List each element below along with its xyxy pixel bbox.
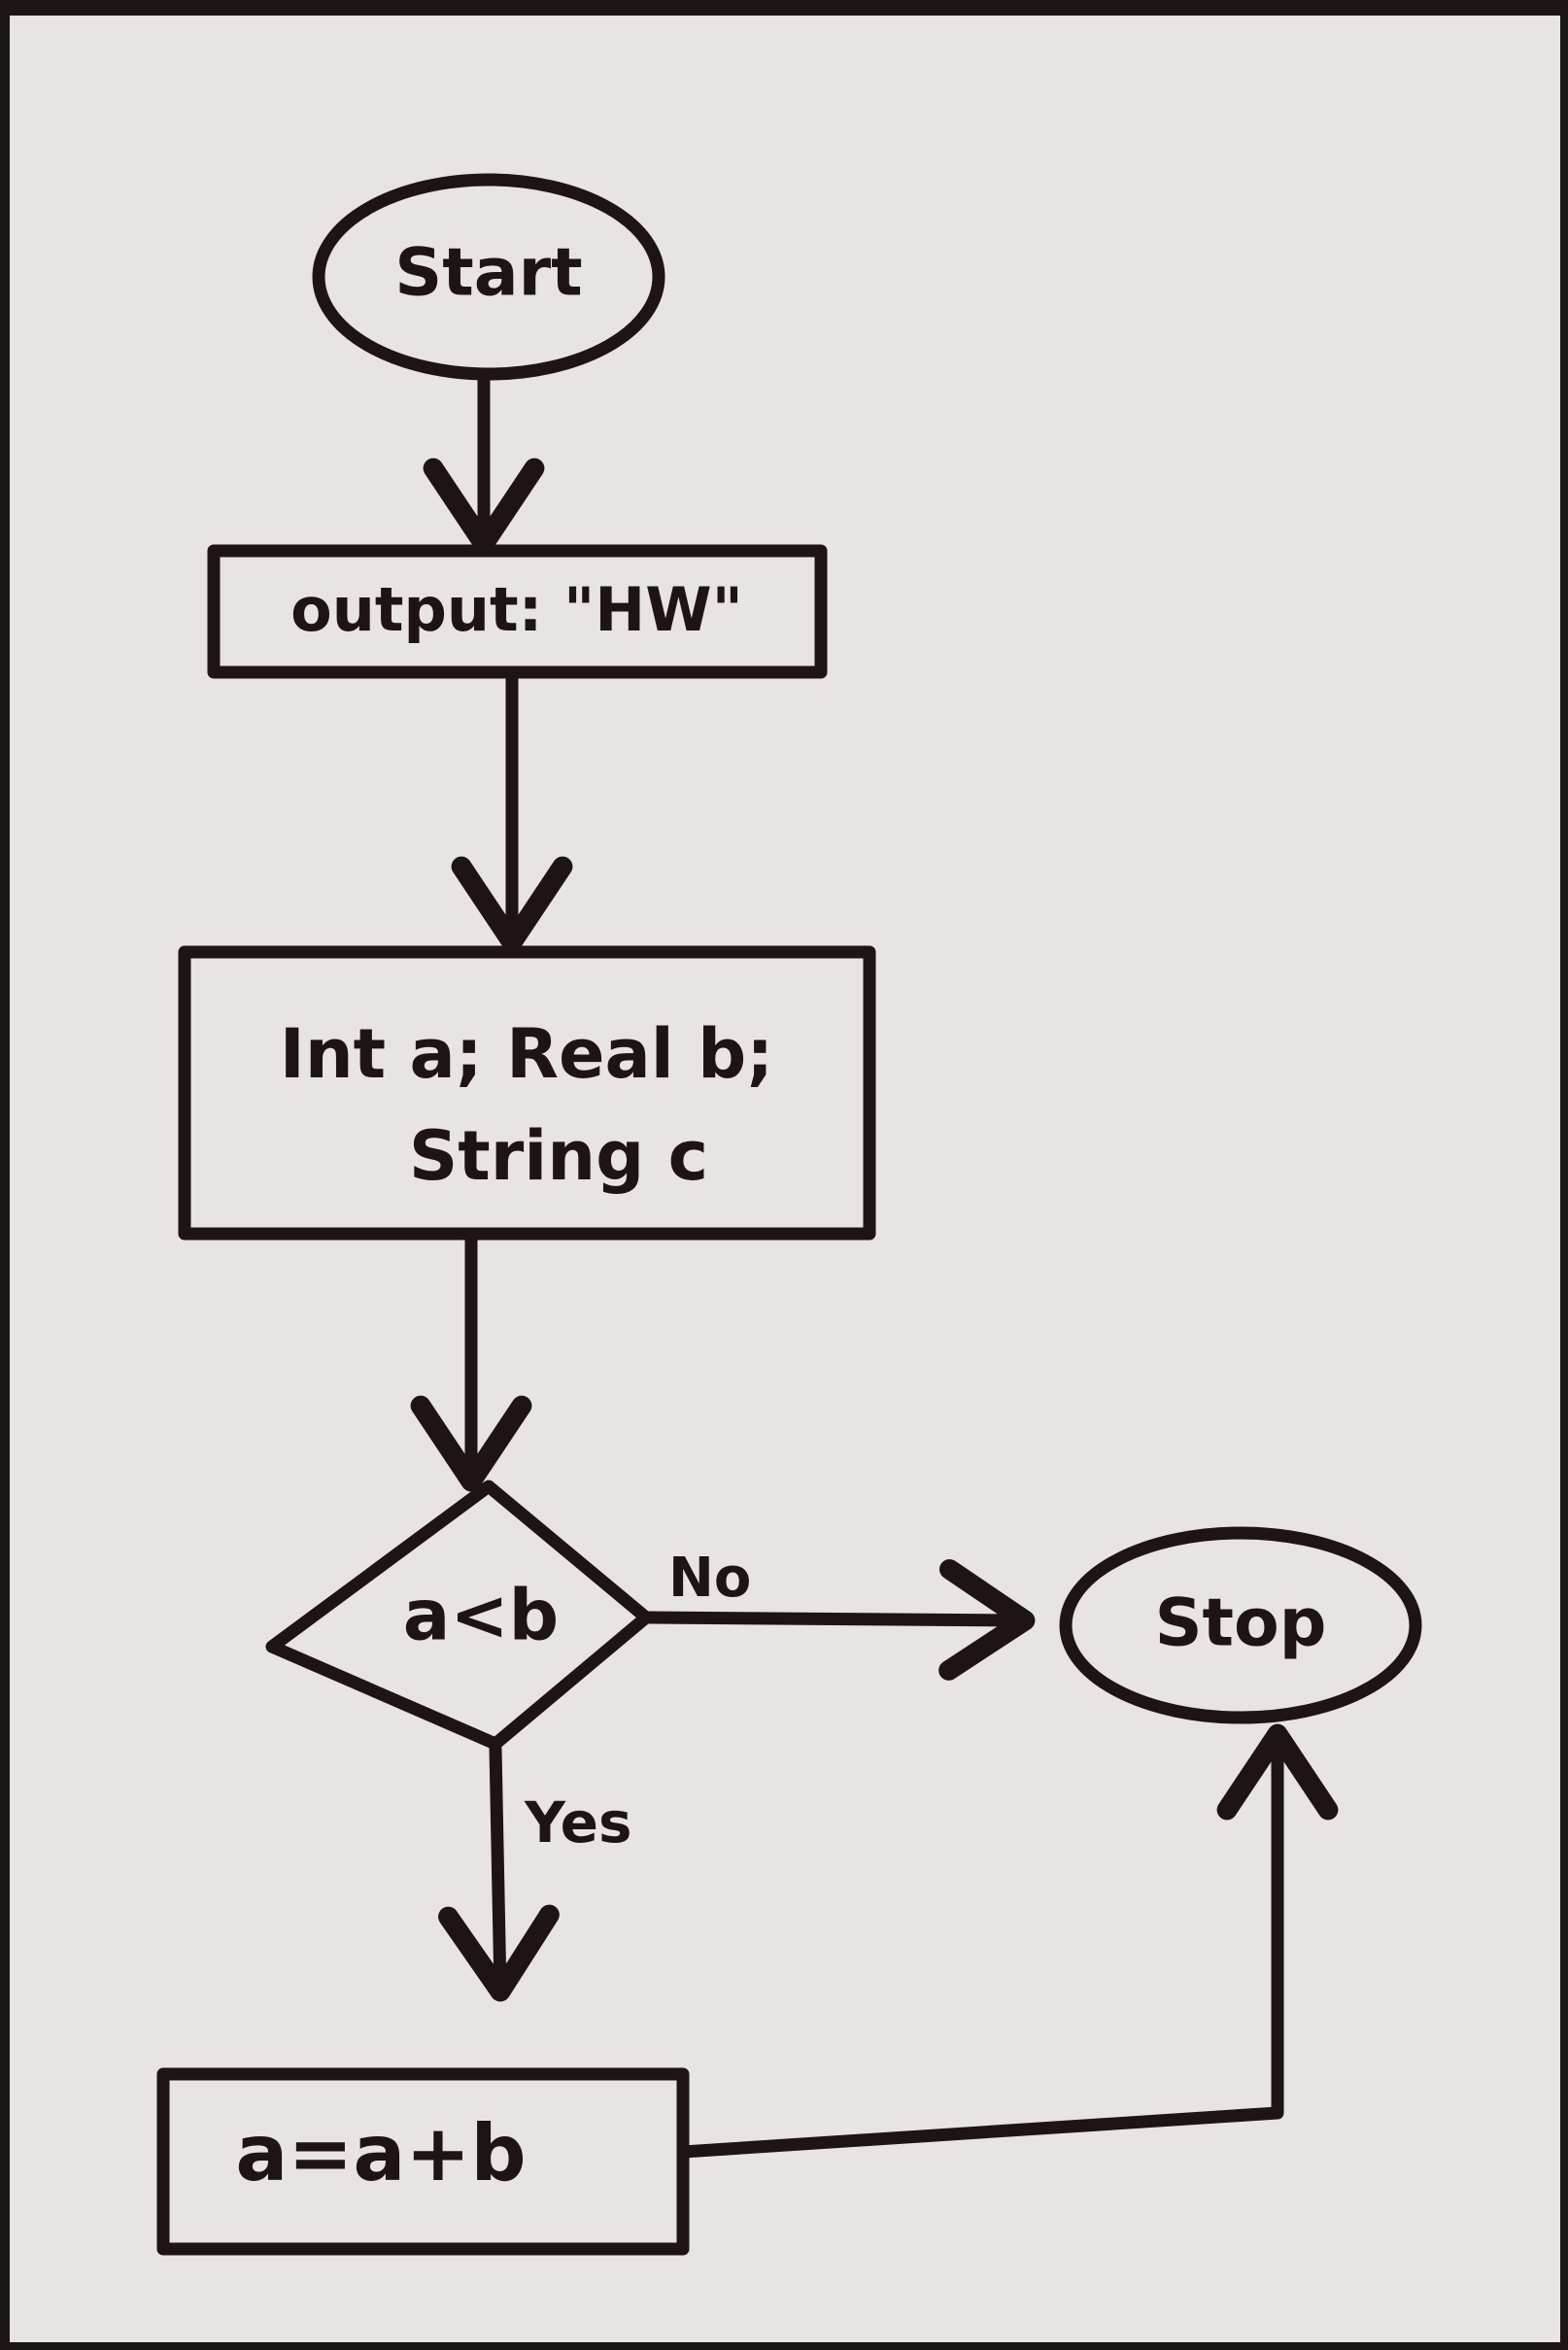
assign-node: a=a+b (156, 2067, 690, 2256)
stop-ellipse (1059, 1526, 1422, 1724)
start-node: Start (312, 173, 665, 381)
assign-label: a=a+b (235, 2108, 526, 2198)
stop-label: Stop (1155, 1585, 1327, 1662)
declare-box (178, 945, 876, 1241)
declare-label-line1: Int a; Real b; (280, 1014, 773, 1094)
declare-node: Int a; Real b; String c (178, 945, 876, 1241)
edge-yes-to-assign (438, 1742, 560, 2002)
condition-label: a<b (403, 1575, 559, 1656)
edge-no-to-stop (642, 1558, 1036, 1681)
yes-edge-label: Yes (524, 1789, 632, 1856)
edge-assign-to-stop (676, 1723, 1339, 2159)
paper-sheet (10, 16, 1560, 2342)
output-node: output: "HW" (207, 544, 828, 679)
output-label: output: "HW" (290, 574, 743, 645)
stop-node: Stop (1059, 1526, 1422, 1724)
assign-box (156, 2067, 690, 2256)
declare-label-line2: String c (409, 1116, 708, 1196)
start-label: Start (394, 235, 582, 312)
condition-node: a<b (265, 1480, 653, 1751)
no-edge-label: No (668, 1547, 751, 1610)
